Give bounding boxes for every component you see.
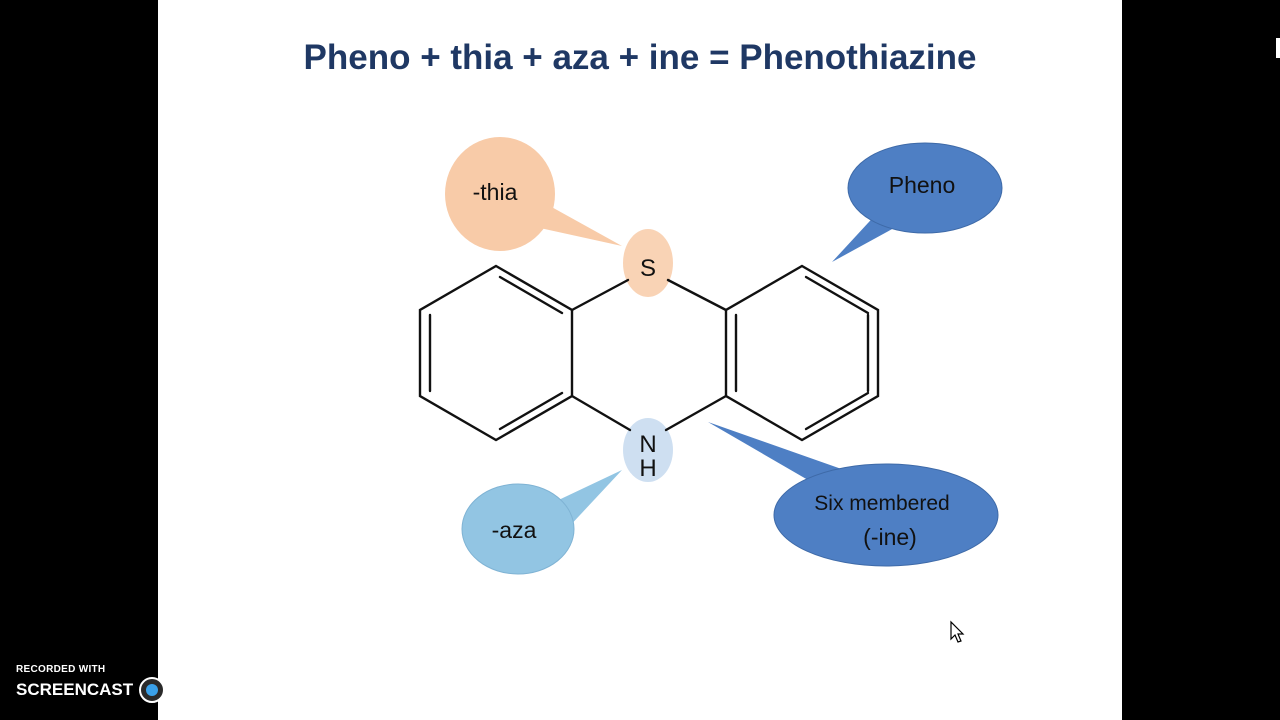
screencast-watermark: RECORDED WITH SCREENCAST MATIC [16, 664, 222, 703]
callout-ine-pointer [708, 422, 850, 480]
callout-aza-label: -aza [492, 517, 537, 543]
right-ring [724, 264, 880, 442]
watermark-brand-left: SCREENCAST [16, 680, 134, 699]
slide-title: Pheno + thia + aza + ine = Phenothiazine [303, 38, 977, 77]
molecule-skeleton [418, 264, 880, 442]
bond-sulfur-right [666, 278, 728, 312]
left-ring [418, 264, 574, 442]
callout-pheno-bubble [847, 142, 1003, 234]
left-ring-double-3 [498, 391, 564, 431]
bond-left-nitrogen [570, 394, 632, 432]
left-ring-double-1 [498, 275, 564, 315]
screencast-logo-icon [139, 677, 166, 703]
sulfur-atom: S [640, 255, 656, 282]
right-ring-double-1 [804, 275, 870, 315]
callout-ine: Six membered (-ine) [708, 422, 999, 567]
callout-thia-pointer [540, 205, 622, 246]
hydrogen-atom: H [639, 455, 656, 482]
watermark-brand: SCREENCAST MATIC [16, 677, 222, 703]
callout-ine-label-line2: (-ine) [863, 524, 917, 550]
callout-ine-bubble [773, 463, 999, 567]
callout-thia: -thia [445, 137, 622, 251]
callout-pheno-label: Pheno [889, 172, 956, 198]
callout-aza: -aza [461, 470, 622, 575]
callout-aza-bubble [461, 483, 575, 575]
watermark-brand-right: MATIC [169, 680, 222, 699]
callout-pheno: Pheno [832, 142, 1003, 262]
bond-nitrogen-right [664, 394, 728, 432]
watermark-recorded-with: RECORDED WITH [16, 664, 106, 675]
nitrogen-atom: N [639, 431, 656, 458]
callout-thia-bubble [445, 137, 555, 251]
nitrogen-highlight [623, 418, 673, 482]
mouse-cursor-icon [950, 620, 965, 643]
bond-left-sulfur [570, 278, 630, 312]
slide: Pheno + thia + aza + ine = Phenothiazine [158, 0, 1122, 720]
edge-marker [1276, 38, 1280, 58]
right-ring-double-3 [804, 391, 870, 431]
callout-thia-label: -thia [473, 179, 518, 205]
callout-ine-label-line1: Six membered [814, 492, 949, 515]
sulfur-highlight [623, 229, 673, 297]
